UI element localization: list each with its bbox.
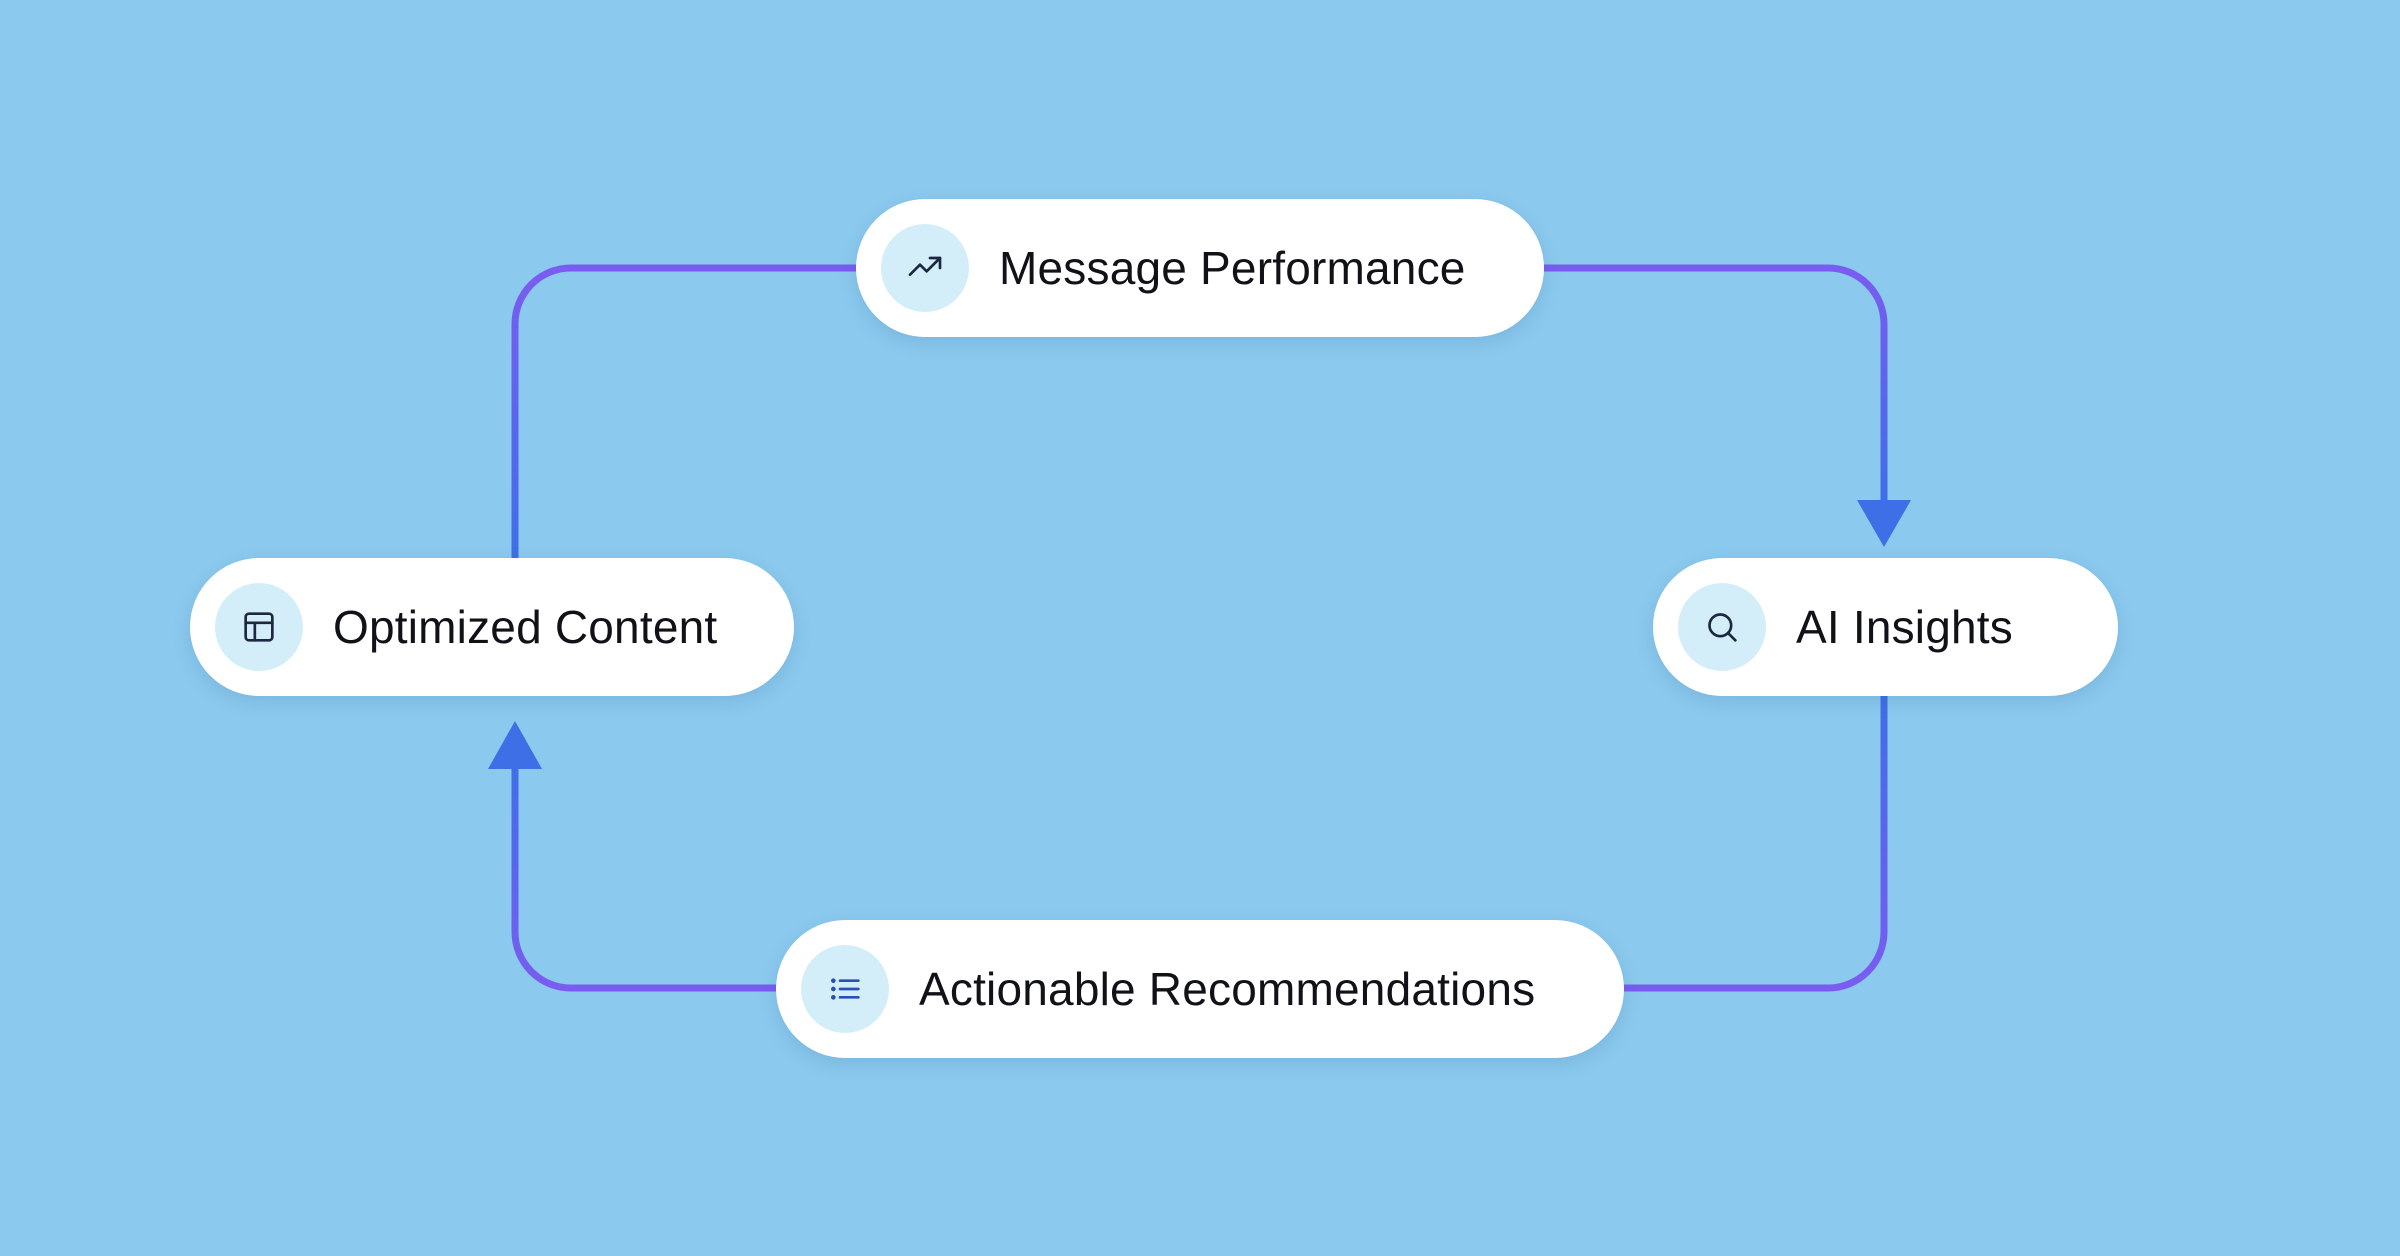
node-optimized-content: Optimized Content [190,558,794,696]
node-label: Optimized Content [333,601,718,653]
node-label: AI Insights [1796,601,2013,653]
edge-recommendations-to-optimized [511,762,776,992]
edge-message-to-insights [1544,264,1888,506]
node-message-performance: Message Performance [856,199,1544,337]
list-icon [801,945,889,1033]
layout-icon [215,583,303,671]
node-label: Message Performance [999,242,1466,294]
node-label: Actionable Recommendations [919,963,1536,1015]
arrowhead-down [1857,500,1911,547]
node-actionable-recommendations: Actionable Recommendations [776,920,1624,1058]
trending-up-icon [881,224,969,312]
edge-insights-to-recommendations [1624,696,1888,992]
arrowhead-up [488,721,542,769]
edge-optimized-to-message [511,264,856,558]
search-icon [1678,583,1766,671]
node-ai-insights: AI Insights [1653,558,2118,696]
